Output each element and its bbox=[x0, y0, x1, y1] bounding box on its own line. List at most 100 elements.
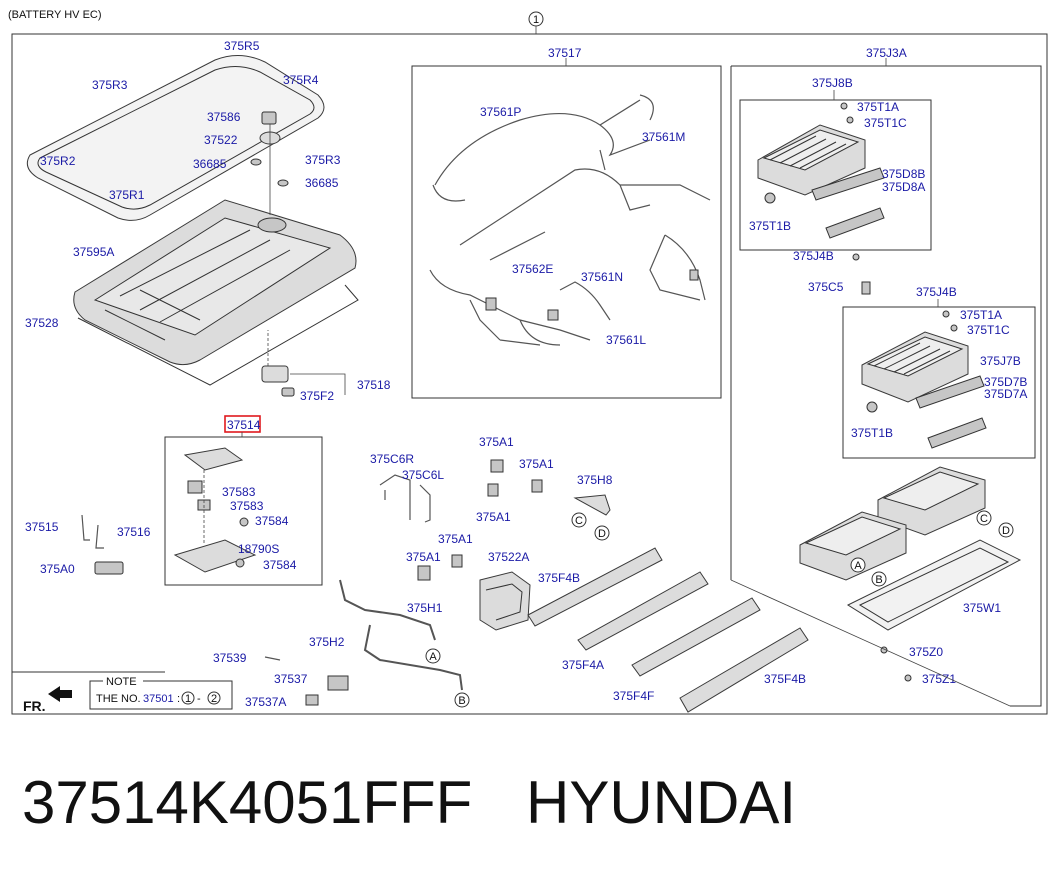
label-375R2: 375R2 bbox=[40, 154, 76, 168]
label-375A1-d: 375A1 bbox=[438, 532, 473, 546]
label-375R1: 375R1 bbox=[109, 188, 145, 202]
callout-c-2: C bbox=[976, 510, 992, 526]
label-375C6L: 375C6L bbox=[402, 468, 444, 482]
label-37522: 37522 bbox=[204, 133, 238, 147]
label-375C5: 375C5 bbox=[808, 280, 844, 294]
svg-text:D: D bbox=[598, 528, 606, 540]
bracket-37518 bbox=[261, 330, 346, 397]
label-375R3-right: 375R3 bbox=[305, 153, 341, 167]
callout-a-2: A bbox=[850, 557, 866, 573]
rails bbox=[527, 547, 809, 713]
callout-a-1: A bbox=[425, 648, 441, 664]
svg-text:A: A bbox=[854, 560, 862, 572]
label-375C6R: 375C6R bbox=[370, 452, 414, 466]
label-375Z0: 375Z0 bbox=[909, 645, 943, 659]
label-37539: 37539 bbox=[213, 651, 247, 665]
module-lower bbox=[861, 310, 987, 449]
label-37537: 37537 bbox=[274, 672, 308, 686]
label-375R4: 375R4 bbox=[283, 73, 319, 87]
front-direction-icon: FR. bbox=[23, 686, 72, 714]
bracket-37522A bbox=[479, 571, 531, 631]
label-375Z1: 375Z1 bbox=[922, 672, 956, 686]
svg-text:B: B bbox=[875, 574, 882, 586]
label-37562E: 37562E bbox=[512, 262, 553, 276]
svg-text:C: C bbox=[575, 515, 583, 527]
label-375T1A-lower: 375T1A bbox=[960, 308, 1002, 322]
label-375J4B-bolt: 375J4B bbox=[793, 249, 834, 263]
note-prefix: THE NO. bbox=[96, 693, 141, 705]
label-37518: 37518 bbox=[357, 378, 391, 392]
label-37583-a: 37583 bbox=[222, 485, 256, 499]
label-375D8B: 375D8B bbox=[882, 167, 925, 181]
section-37517: 37517 bbox=[548, 46, 582, 60]
label-375F4A: 375F4A bbox=[562, 658, 604, 672]
section-375J4B: 375J4B bbox=[916, 285, 957, 299]
label-375F4B-top: 375F4B bbox=[538, 571, 580, 585]
label-375T1A-upper: 375T1A bbox=[857, 100, 899, 114]
module-box-upper bbox=[739, 99, 932, 251]
label-375D7B: 375D7B bbox=[984, 375, 1027, 389]
label-375W1: 375W1 bbox=[963, 601, 1001, 615]
label-36685-right: 36685 bbox=[305, 176, 339, 190]
part-number: 37514K4051FFF bbox=[22, 769, 472, 836]
label-375A0: 375A0 bbox=[40, 562, 75, 576]
label-375A1-b: 375A1 bbox=[519, 457, 554, 471]
callout-d-1: D bbox=[594, 525, 610, 541]
cooling-pipes bbox=[379, 459, 611, 581]
note-title: NOTE bbox=[106, 676, 137, 688]
bolt-icon bbox=[852, 253, 860, 261]
label-37522A: 37522A bbox=[488, 550, 529, 564]
label-375F2: 375F2 bbox=[300, 389, 334, 403]
battery-cover-gasket bbox=[26, 55, 325, 221]
label-375A1-a: 375A1 bbox=[479, 435, 514, 449]
label-375J7B: 375J7B bbox=[980, 354, 1021, 368]
bms-assembly bbox=[173, 447, 257, 573]
label-37537A: 37537A bbox=[245, 695, 286, 709]
highlight-37514 bbox=[224, 415, 261, 433]
label-37583-b: 37583 bbox=[230, 499, 264, 513]
module-stack bbox=[799, 466, 1022, 682]
cover-small-parts bbox=[250, 111, 289, 215]
label-375R3-top: 375R3 bbox=[92, 78, 128, 92]
label-375F4B-bottom: 375F4B bbox=[764, 672, 806, 686]
note-number: 37501 bbox=[143, 693, 174, 705]
label-18790S: 18790S bbox=[238, 542, 279, 556]
svg-text:B: B bbox=[458, 695, 465, 707]
label-37528: 37528 bbox=[25, 316, 59, 330]
note-box: NOTE THE NO. 37501 : 1 - 2 bbox=[89, 675, 233, 710]
harness-box bbox=[411, 65, 722, 399]
label-36685-left: 36685 bbox=[193, 157, 227, 171]
callout-b-1: B bbox=[454, 692, 470, 708]
svg-text:-: - bbox=[197, 693, 201, 705]
label-37584-a: 37584 bbox=[255, 514, 289, 528]
svg-text:D: D bbox=[1002, 525, 1010, 537]
section-375J8B: 375J8B bbox=[812, 76, 853, 90]
left-inner-frame bbox=[11, 34, 165, 673]
svg-text:A: A bbox=[429, 651, 437, 663]
module-upper bbox=[757, 102, 885, 239]
svg-text::: : bbox=[177, 693, 180, 705]
label-375A1-e: 375A1 bbox=[406, 550, 441, 564]
callout-d-2: D bbox=[998, 522, 1014, 538]
callout-b-2: B bbox=[871, 571, 887, 587]
label-37561L: 37561L bbox=[606, 333, 646, 347]
label-375T1B-upper: 375T1B bbox=[749, 219, 791, 233]
label-375D8A: 375D8A bbox=[882, 180, 925, 194]
hoses bbox=[264, 579, 463, 706]
label-375H1: 375H1 bbox=[407, 601, 443, 615]
clip-icon bbox=[861, 281, 871, 295]
callout-c-1: C bbox=[571, 512, 587, 528]
battery-case-tray bbox=[73, 199, 357, 366]
label-37595A: 37595A bbox=[73, 245, 114, 259]
label-37516: 37516 bbox=[117, 525, 151, 539]
label-37515: 37515 bbox=[25, 520, 59, 534]
sensor-brackets bbox=[81, 514, 124, 575]
reference-marker: 1 bbox=[528, 11, 544, 34]
label-37561P: 37561P bbox=[480, 105, 521, 119]
bms-box bbox=[164, 436, 323, 586]
label-37584-b: 37584 bbox=[263, 558, 297, 572]
svg-text:2: 2 bbox=[211, 693, 217, 705]
svg-text:1: 1 bbox=[185, 693, 191, 705]
label-375D7A: 375D7A bbox=[984, 387, 1027, 401]
label-37586: 37586 bbox=[207, 110, 241, 124]
